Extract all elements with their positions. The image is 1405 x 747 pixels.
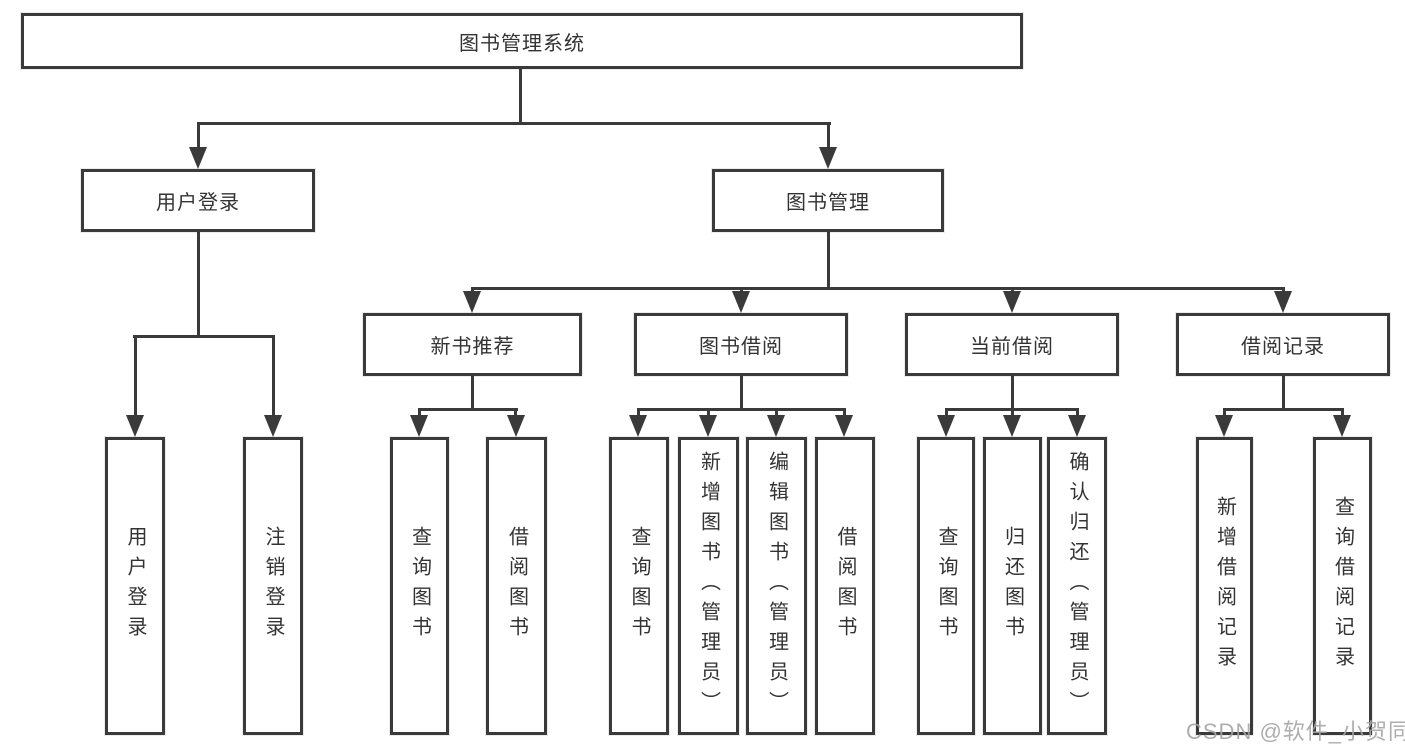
leaf-query-books-recommend: 查询图书 xyxy=(390,437,449,735)
connector-line xyxy=(1341,408,1344,420)
connector-line xyxy=(843,408,846,420)
csdn-watermark: CSDN @软件_小贺同学 xyxy=(1186,719,1405,744)
connector-line xyxy=(775,408,778,420)
leaf-return-books: 归还图书 xyxy=(983,437,1042,735)
connector-line xyxy=(707,408,710,420)
connector-arrow xyxy=(463,291,481,313)
connector-line xyxy=(197,122,831,125)
leaf-query-borrow-record: 查询借阅记录 xyxy=(1313,437,1372,735)
node-label: 新书推荐 xyxy=(430,336,515,358)
connector-arrow xyxy=(1215,415,1233,437)
node-root-library-system: 图书管理系统 xyxy=(21,13,1023,69)
leaf-add-books-admin: 新增图书（管理员） xyxy=(678,437,739,735)
leaf-label: 确认归还（管理员） xyxy=(1066,451,1088,721)
leaf-label: 查询图书 xyxy=(628,526,650,646)
connector-line xyxy=(133,335,275,338)
connector-arrow xyxy=(732,291,750,313)
node-borrowing-records: 借阅记录 xyxy=(1176,313,1390,376)
connector-arrow xyxy=(1274,291,1292,313)
leaf-label: 查询图书 xyxy=(408,526,431,646)
leaf-label: 查询图书 xyxy=(935,526,957,646)
connector-line xyxy=(418,408,421,420)
connector-line xyxy=(418,408,518,411)
connector-line xyxy=(197,122,200,150)
connector-arrow xyxy=(189,147,207,169)
leaf-label: 注销登录 xyxy=(262,526,284,646)
node-current-borrowing: 当前借阅 xyxy=(905,313,1119,376)
connector-arrow xyxy=(410,415,428,437)
connector-arrow xyxy=(1068,415,1086,437)
node-label: 图书借阅 xyxy=(699,336,783,358)
connector-line xyxy=(197,232,200,335)
connector-line xyxy=(272,335,275,420)
connector-line xyxy=(827,122,830,150)
connector-line xyxy=(1282,376,1285,408)
connector-arrow xyxy=(819,147,837,169)
node-label: 图书管理系统 xyxy=(459,32,585,55)
node-label: 图书管理 xyxy=(786,192,870,214)
leaf-query-books-current: 查询图书 xyxy=(917,437,975,735)
connector-arrow xyxy=(767,415,785,437)
connector-line xyxy=(514,408,517,420)
node-label: 用户登录 xyxy=(156,192,240,214)
connector-line xyxy=(637,408,846,411)
leaf-add-borrow-record: 新增借阅记录 xyxy=(1196,437,1253,735)
node-user-login: 用户登录 xyxy=(81,169,315,232)
connector-line xyxy=(134,335,137,420)
leaf-label: 新增借阅记录 xyxy=(1213,496,1236,676)
leaf-label: 借阅图书 xyxy=(505,526,528,646)
node-book-borrowing: 图书借阅 xyxy=(634,313,848,376)
connector-arrow xyxy=(699,415,717,437)
connector-arrow xyxy=(1003,415,1021,437)
leaf-confirm-return-admin: 确认归还（管理员） xyxy=(1047,437,1107,735)
leaf-label: 用户登录 xyxy=(124,526,146,646)
connector-line xyxy=(1223,408,1226,420)
leaf-user-login: 用户登录 xyxy=(105,437,165,735)
connector-line xyxy=(637,408,640,420)
leaf-logout: 注销登录 xyxy=(243,437,303,735)
leaf-borrow-books-recommend: 借阅图书 xyxy=(486,437,547,735)
connector-line xyxy=(1223,408,1344,411)
connector-line xyxy=(519,69,522,125)
node-book-management: 图书管理 xyxy=(712,169,944,232)
connector-arrow xyxy=(835,415,853,437)
leaf-label: 新增图书（管理员） xyxy=(697,451,720,721)
connector-arrow xyxy=(264,415,282,437)
connector-arrow xyxy=(1333,415,1351,437)
leaf-edit-books-admin: 编辑图书（管理员） xyxy=(746,437,807,735)
connector-arrow xyxy=(1003,291,1021,313)
connector-line xyxy=(471,376,474,408)
connector-arrow xyxy=(126,415,144,437)
leaf-label: 归还图书 xyxy=(1001,526,1024,646)
connector-line xyxy=(1076,408,1079,420)
leaf-query-books-borrowing: 查询图书 xyxy=(609,437,669,735)
connector-line xyxy=(471,287,1285,290)
leaf-borrow-books: 借阅图书 xyxy=(815,437,875,735)
connector-arrow xyxy=(507,415,525,437)
connector-arrow xyxy=(937,415,955,437)
connector-line xyxy=(740,376,743,408)
node-label: 借阅记录 xyxy=(1241,336,1325,358)
node-label: 当前借阅 xyxy=(970,336,1054,358)
connector-line xyxy=(1011,376,1014,408)
leaf-label: 借阅图书 xyxy=(834,526,856,646)
connector-arrow xyxy=(629,415,647,437)
leaf-label: 编辑图书（管理员） xyxy=(765,451,788,721)
connector-line xyxy=(1011,408,1014,420)
connector-line xyxy=(827,232,830,287)
node-new-book-recommendation: 新书推荐 xyxy=(363,313,582,376)
connector-line xyxy=(945,408,948,420)
leaf-label: 查询借阅记录 xyxy=(1331,496,1354,676)
